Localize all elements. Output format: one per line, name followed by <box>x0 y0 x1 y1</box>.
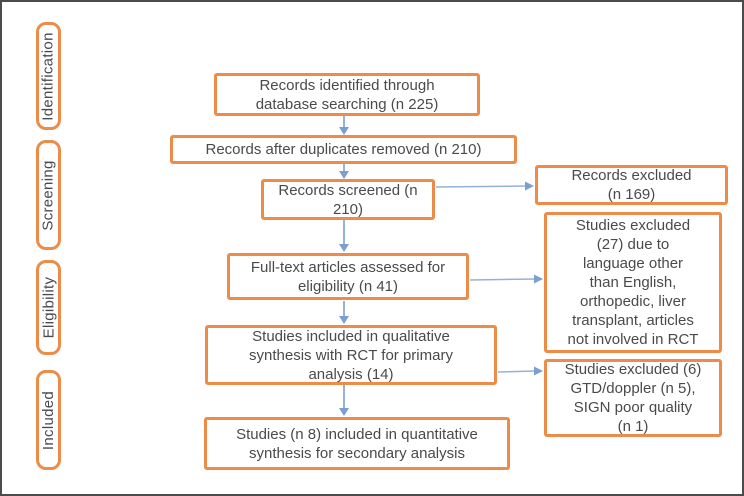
arrow-screened-to-excluded <box>435 181 534 191</box>
flow-box-records-excluded: Records excluded (n 169) <box>535 165 728 205</box>
arrow-fulltext-to-excluded <box>469 274 543 284</box>
stage-label-text: Screening <box>40 159 57 231</box>
flow-box-qualitative-included: Studies included in qualitative synthesi… <box>205 325 497 385</box>
flow-box-text: Records screened (n 210) <box>278 181 418 218</box>
flow-box-records-identified: Records identified through database sear… <box>214 73 480 116</box>
flow-box-duplicates-removed: Records after duplicates removed (n 210) <box>170 135 517 164</box>
stage-label-text: Eligibility <box>40 276 57 339</box>
arrow-qualitative-to-quantitative <box>339 385 349 416</box>
arrow-screened-to-fulltext <box>339 220 349 252</box>
flow-box-text: Full-text articles assessed for eligibil… <box>250 258 446 295</box>
arrow-fulltext-to-qualitative <box>339 301 349 324</box>
stage-label-screening: Screening <box>36 140 61 250</box>
arrow-duplicates-to-screened <box>339 164 349 179</box>
flow-box-text: Studies excluded (6) GTD/doppler (n 5), … <box>564 361 702 435</box>
flow-box-text: Records after duplicates removed (n 210) <box>205 141 482 158</box>
flow-box-fulltext-assessed: Full-text articles assessed for eligibil… <box>227 253 469 300</box>
flow-box-text: Studies (n 8) included in quantitative s… <box>236 425 478 462</box>
arrow-identified-to-duplicates <box>339 116 349 135</box>
flow-box-text: Studies excluded (27) due to language ot… <box>567 217 699 348</box>
flow-box-text: Records excluded (n 169) <box>571 167 692 203</box>
flow-box-studies-excluded-qualitative: Studies excluded (6) GTD/doppler (n 5), … <box>544 359 722 437</box>
flow-box-records-screened: Records screened (n 210) <box>261 179 435 220</box>
flow-box-studies-excluded-fulltext: Studies excluded (27) due to language ot… <box>544 212 722 353</box>
arrow-qualitative-to-excluded <box>497 366 543 376</box>
stage-label-eligibility: Eligibility <box>36 260 61 355</box>
flow-box-text: Records identified through database sear… <box>255 76 439 113</box>
stage-label-identification: Identification <box>36 22 61 130</box>
flow-box-quantitative-included: Studies (n 8) included in quantitative s… <box>204 417 510 470</box>
stage-label-text: Included <box>40 390 57 450</box>
stage-label-included: Included <box>36 370 61 470</box>
flow-box-text: Studies included in qualitative synthesi… <box>249 327 453 383</box>
stage-label-text: Identification <box>40 31 58 121</box>
